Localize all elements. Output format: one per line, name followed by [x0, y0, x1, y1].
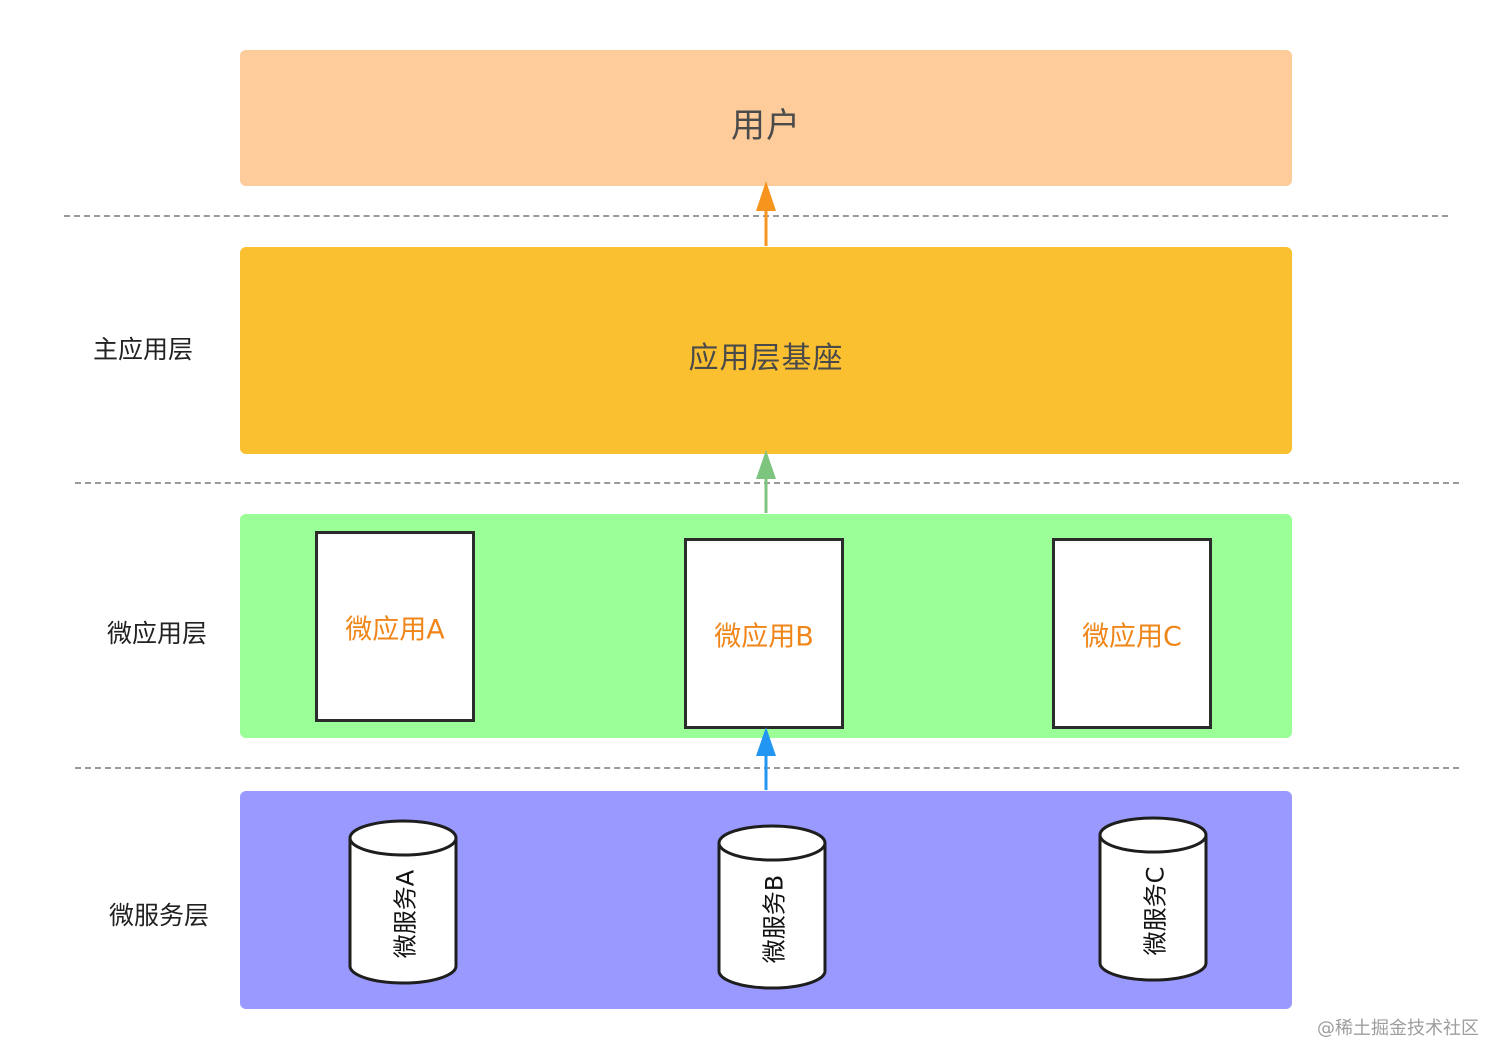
micro-app-c-box: 微应用C	[1052, 538, 1212, 729]
micro-app-layer-side-label: 微应用层	[107, 619, 208, 648]
micro-service-layer-side-label: 微服务层	[109, 901, 210, 930]
micro-app-a-box: 微应用A	[315, 531, 475, 722]
database-cylinder-icon	[1098, 816, 1208, 982]
arrow-up-icon-orange	[756, 181, 776, 246]
separator-dashed-line	[64, 215, 1448, 217]
arrow-up-icon-blue	[756, 727, 776, 790]
database-cylinder-icon	[717, 824, 827, 990]
micro-app-b-label: 微应用B	[714, 621, 814, 652]
database-cylinder-icon	[348, 819, 458, 985]
micro-service-a-database: 微服务A	[347, 818, 459, 986]
watermark: @稀土掘金技术社区	[1317, 1018, 1479, 1039]
main-app-layer: 应用层基座	[240, 247, 1292, 454]
micro-app-a-label: 微应用A	[345, 614, 445, 645]
micro-app-c-label: 微应用C	[1082, 621, 1182, 652]
main-app-layer-label: 应用层基座	[688, 341, 844, 376]
micro-service-c-database: 微服务C	[1097, 815, 1209, 983]
main-app-layer-side-label: 主应用层	[93, 335, 194, 364]
arrow-up-icon-green	[756, 450, 776, 513]
micro-service-b-database: 微服务B	[716, 823, 828, 991]
micro-app-b-box: 微应用B	[684, 538, 844, 729]
user-layer-label: 用户	[731, 106, 801, 146]
user-layer: 用户	[240, 50, 1292, 186]
